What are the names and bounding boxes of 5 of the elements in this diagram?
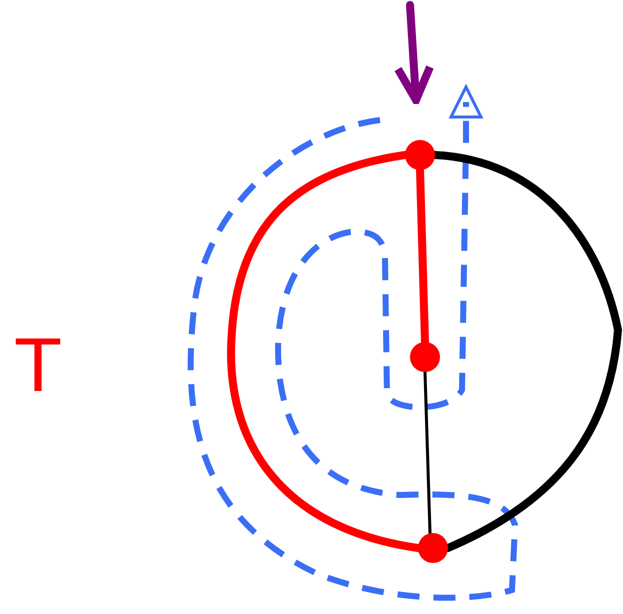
vertex-dot [410,342,440,372]
tree-label: T [16,330,60,402]
edge-line [424,370,432,534]
vertex-dot [418,533,448,563]
arrow [394,1,434,104]
